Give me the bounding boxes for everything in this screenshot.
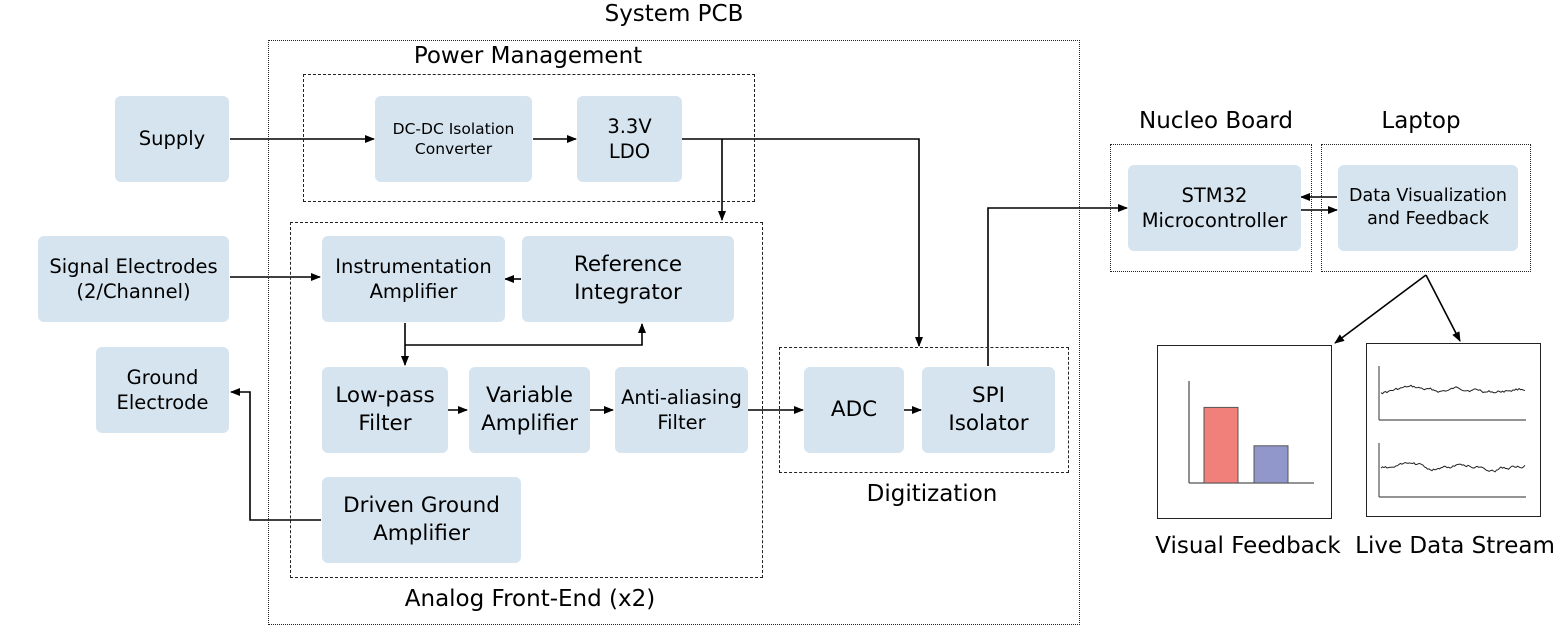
reference-integrator-block: Reference Integrator [522,236,734,322]
signal-trace-2 [1380,461,1526,473]
feedback-bar-blue [1253,445,1289,484]
signal-trace-1 [1380,384,1526,395]
lowpass-filter-block: Low-pass Filter [322,367,448,453]
visual-feedback-label: Visual Feedback [1155,533,1341,559]
nucleo-board-label: Nucleo Board [1139,108,1293,134]
reference-integrator-label: Reference Integrator [573,252,683,305]
instrumentation-amplifier-block: Instrumentation Amplifier [322,236,505,322]
signal-electrodes-label: Signal Electrodes (2/Channel) [49,254,218,303]
analog-front-end-group [290,222,763,578]
instrumentation-amplifier-label: Instrumentation Amplifier [335,254,492,303]
data-visualization-block: Data Visualization and Feedback [1338,165,1518,251]
digitization-label: Digitization [866,481,998,507]
stm32-block: STM32 Microcontroller [1128,165,1301,251]
live-traces-illustration [1378,366,1526,498]
antialiasing-filter-label: Anti-aliasing Filter [621,385,742,434]
lowpass-filter-label: Low-pass Filter [335,383,435,436]
power-management-group [303,74,755,202]
spi-isolator-label: SPI Isolator [948,383,1029,436]
bar-chart-illustration [1188,381,1314,484]
arrow-spi-to-stm32 [987,204,1128,366]
antialiasing-filter-block: Anti-aliasing Filter [615,367,748,453]
feedback-bar-red [1203,406,1239,484]
supply-block: Supply [115,96,229,182]
variable-amplifier-block: Variable Amplifier [469,367,590,453]
dcdc-converter-label: DC-DC Isolation Converter [392,119,515,158]
supply-label: Supply [138,127,206,151]
system-pcb-label: System PCB [604,1,744,27]
driven-ground-amplifier-label: Driven Ground Amplifier [343,493,500,546]
live-data-stream-panel [1366,343,1541,517]
ground-electrode-block: Ground Electrode [96,347,229,433]
power-management-label: Power Management [413,43,643,69]
digitization-group [779,347,1069,473]
arrow-inst-amp-to-integrator [405,323,646,346]
variable-amplifier-label: Variable Amplifier [481,383,578,436]
ldo-label: 3.3V LDO [607,114,652,163]
nucleo-board-group [1110,144,1312,272]
signal-electrodes-block: Signal Electrodes (2/Channel) [38,236,229,322]
arrow-laptop-to-visual-feedback [1334,274,1427,344]
adc-block: ADC [804,367,904,453]
system-pcb-group [268,40,1080,625]
ldo-block: 3.3V LDO [577,96,682,182]
analog-front-end-label: Analog Front-End (x2) [404,586,656,612]
ground-electrode-label: Ground Electrode [116,365,209,414]
laptop-label: Laptop [1381,108,1461,134]
arrow-laptop-to-live-data [1425,274,1461,342]
laptop-group [1321,144,1531,272]
stm32-label: STM32 Microcontroller [1141,183,1288,232]
dcdc-converter-block: DC-DC Isolation Converter [375,96,532,182]
driven-ground-amplifier-block: Driven Ground Amplifier [322,477,521,563]
adc-label: ADC [830,397,878,423]
spi-isolator-block: SPI Isolator [922,367,1055,453]
visual-feedback-panel [1157,345,1332,519]
live-data-stream-label: Live Data Stream [1355,533,1554,559]
arrow-driven-ground-to-electrode [230,388,321,521]
arrow-ldo-to-adc [682,138,923,347]
data-visualization-label: Data Visualization and Feedback [1349,186,1507,229]
